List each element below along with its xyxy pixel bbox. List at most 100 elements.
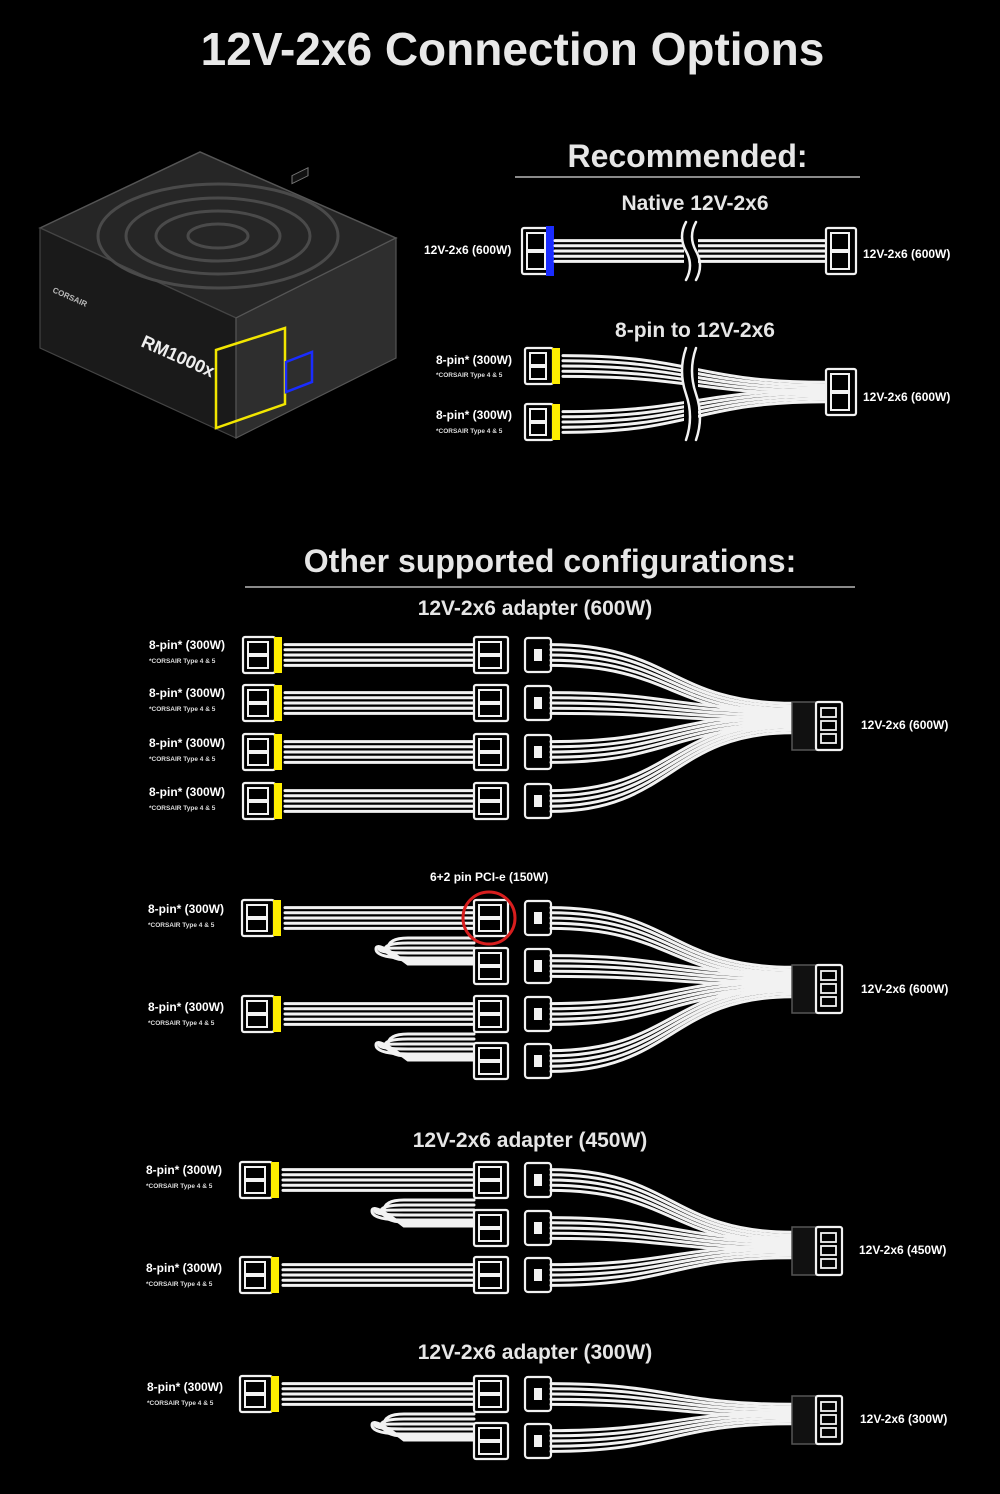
p600-socket-1 xyxy=(523,899,553,937)
wire xyxy=(549,983,794,1053)
pcie-callout-label: 6+2 pin PCI-e (150W) xyxy=(430,870,549,884)
wire xyxy=(549,986,794,1058)
connector-pin-row xyxy=(478,952,502,966)
socket-key xyxy=(534,697,542,709)
socket-key xyxy=(534,649,542,661)
a600-merge-2 xyxy=(549,691,794,723)
other-heading: Other supported configurations: xyxy=(303,543,797,579)
connector-pin-row xyxy=(244,1261,266,1275)
end-plug-pin xyxy=(820,733,837,744)
adapter-300-title: 12V-2x6 adapter (300W) xyxy=(417,1341,653,1364)
connector-pin-row xyxy=(478,1275,502,1289)
wire xyxy=(549,989,794,1063)
p600-pcie-4 xyxy=(472,1041,510,1081)
connector-pin-row xyxy=(244,1275,266,1289)
connector-marker xyxy=(552,348,560,384)
connector-pin-row xyxy=(478,1166,502,1180)
a450-8pin-1 xyxy=(238,1160,279,1200)
end-plug-housing xyxy=(791,1395,817,1445)
a600-pcie-1 xyxy=(472,635,510,675)
wire xyxy=(549,648,794,708)
socket-key xyxy=(534,1388,542,1400)
wire xyxy=(549,1226,794,1247)
wire xyxy=(549,719,794,793)
a600-output-label: 12V-2x6 (600W) xyxy=(861,718,949,732)
a600-pcie-4 xyxy=(472,781,510,821)
connector-pin-row xyxy=(830,232,850,251)
connector-pin-row xyxy=(478,1228,502,1242)
wire xyxy=(549,719,794,754)
end-plug-pin xyxy=(820,720,837,731)
recommended-divider xyxy=(515,176,860,178)
a450-pcie-3 xyxy=(472,1255,510,1295)
rec-input-1-label: 8-pin* (300W) xyxy=(436,353,513,367)
socket-key xyxy=(534,746,542,758)
socket-key xyxy=(534,1269,542,1281)
wire xyxy=(549,716,794,749)
connector-pin-row xyxy=(244,1394,266,1408)
wire xyxy=(549,1256,794,1287)
p600-pcie-2 xyxy=(472,946,510,986)
rec-input-2-label: 8-pin* (300W) xyxy=(436,408,513,422)
connector-marker xyxy=(273,996,281,1032)
connector-pin-row xyxy=(478,1014,502,1028)
connector-marker xyxy=(552,404,560,440)
a450-socket-1 xyxy=(523,1161,553,1199)
wire xyxy=(549,1168,794,1234)
connector-pin-row xyxy=(246,918,268,932)
wire xyxy=(549,954,794,975)
p600-input-1-note: *CORSAIR Type 4 & 5 xyxy=(148,922,215,929)
a450-socket-3 xyxy=(523,1256,553,1294)
a450-input-2-note: *CORSAIR Type 4 & 5 xyxy=(146,1281,213,1288)
wire xyxy=(549,653,794,711)
psu-fan-grille xyxy=(96,182,340,290)
a600-socket-4 xyxy=(523,782,553,820)
p600-12v2x6-plug xyxy=(791,963,844,1015)
recommended-heading: Recommended: xyxy=(567,138,808,174)
end-plug-housing xyxy=(791,1226,817,1276)
connector-pin-row xyxy=(478,752,502,766)
a600-8pin-3 xyxy=(241,732,282,772)
a450-input-1-note: *CORSAIR Type 4 & 5 xyxy=(146,1183,213,1190)
psu-12v2x6-highlight xyxy=(284,350,314,394)
wire xyxy=(549,1382,794,1406)
native-right-connector xyxy=(824,226,858,276)
adapter-600-title: 12V-2x6 adapter (600W) xyxy=(417,597,653,620)
wire xyxy=(549,725,794,803)
end-plug-pin xyxy=(820,1232,837,1243)
native-title: Native 12V-2x6 xyxy=(621,192,769,215)
a600-8pin-2 xyxy=(241,683,282,723)
a600-socket-3 xyxy=(523,733,553,771)
a300-output-label: 12V-2x6 (300W) xyxy=(860,1412,948,1426)
break-line xyxy=(680,346,692,442)
wire xyxy=(549,911,794,972)
wire xyxy=(549,1413,794,1438)
wire xyxy=(549,906,794,969)
end-plug-pin xyxy=(820,707,837,718)
wire xyxy=(549,1250,794,1277)
a450-ext-2 xyxy=(281,1263,476,1287)
connector-pin-row xyxy=(478,1261,502,1275)
wire xyxy=(549,1422,794,1453)
connector-pin-row xyxy=(526,232,546,251)
native-blue-marker xyxy=(546,226,554,276)
wire xyxy=(549,1387,794,1409)
wire xyxy=(549,1392,794,1412)
rec-output-connector xyxy=(824,367,858,417)
a600-socket-2 xyxy=(523,684,553,722)
connector-pin-row xyxy=(244,1380,266,1394)
end-plug-pin xyxy=(820,1245,837,1256)
wire xyxy=(549,964,794,981)
wire xyxy=(549,916,794,975)
connector-pin-row xyxy=(247,655,269,669)
socket-key xyxy=(534,795,542,807)
a450-socket-2 xyxy=(523,1209,553,1247)
connector-marker xyxy=(274,734,282,770)
rec-8pin-2 xyxy=(523,402,560,442)
socket-key xyxy=(534,960,542,972)
wire xyxy=(549,696,794,714)
other-divider xyxy=(245,586,855,588)
wire xyxy=(549,1173,794,1237)
socket-key xyxy=(534,1435,542,1447)
connector-pin-row xyxy=(478,655,502,669)
